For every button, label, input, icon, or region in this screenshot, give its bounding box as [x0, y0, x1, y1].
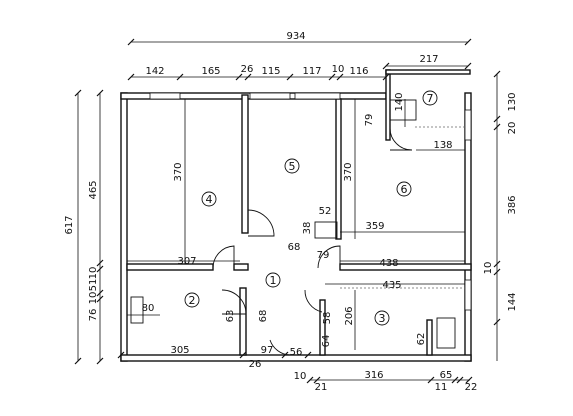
wall-left: [120, 92, 128, 362]
windows: [149, 92, 472, 311]
dim-bottom2-11: 11: [435, 382, 448, 393]
room-label-4: 4: [206, 193, 213, 206]
dim-top-7: 116: [349, 66, 368, 77]
dim-right-386: 386: [507, 195, 518, 214]
dim-68-hall: 68: [258, 310, 269, 323]
wall-corridor-left: [126, 263, 214, 271]
dim-room6-width: 359: [365, 221, 384, 232]
window-right: [464, 109, 472, 141]
wall-room3-left: [319, 299, 326, 356]
dim-80: 80: [142, 303, 155, 314]
dim-206: 206: [344, 306, 355, 325]
dim-62: 62: [416, 333, 427, 346]
door-room4: [212, 245, 235, 269]
dim-balcony-width: 217: [419, 54, 438, 65]
window-room5b: [294, 92, 341, 100]
wall-wc: [426, 319, 433, 356]
dim-left-10a: 10: [88, 267, 99, 280]
dim-total-width: 934: [286, 31, 305, 42]
dim-top-4: 115: [261, 66, 280, 77]
dim-bottom-97: 97: [261, 345, 274, 356]
room-marker-2: 2: [184, 292, 200, 308]
room-marker-5: 5: [284, 158, 300, 174]
wall-corridor-mid: [233, 263, 249, 271]
door-room3: [304, 289, 323, 313]
room-label-6: 6: [401, 183, 408, 196]
dim-bottom2-316: 316: [364, 370, 383, 381]
door-room5: [247, 209, 275, 237]
dim-right-20: 20: [507, 122, 518, 135]
room-markers: 1 2 3 4 5 6 7: [184, 90, 438, 326]
window-room4: [149, 92, 181, 100]
balcony-wall-top: [385, 69, 471, 75]
doors: [212, 127, 413, 356]
fixture-room5: [314, 221, 338, 239]
dim-room4-height: 370: [173, 162, 184, 181]
dim-435: 435: [382, 280, 401, 291]
dim-top-6: 10: [332, 64, 345, 75]
room-label-7: 7: [427, 92, 434, 105]
room-marker-7: 7: [422, 90, 438, 106]
dim-room7-height: 140: [394, 92, 405, 111]
fixture-wc: [436, 317, 456, 349]
wall-corridor-right: [339, 263, 472, 271]
room-label-5: 5: [289, 160, 296, 173]
room-label-1: 1: [270, 274, 277, 287]
dim-bottom-305: 305: [170, 345, 189, 356]
dim-top-2: 165: [201, 66, 220, 77]
wall-room5-room6: [335, 98, 342, 240]
dim-top-3: 26: [241, 64, 254, 75]
dim-bottom-56: 56: [290, 347, 303, 358]
dim-right-130: 130: [507, 92, 518, 111]
dim-top-1: 142: [145, 66, 164, 77]
dim-right-10: 10: [483, 262, 494, 275]
room-label-3: 3: [379, 312, 386, 325]
wall-room2-right: [239, 287, 247, 356]
dim-58: 58: [322, 312, 333, 325]
dim-bottom2-10: 10: [294, 371, 307, 382]
dim-63: 63: [225, 310, 236, 323]
dim-bottom2-22: 22: [465, 382, 478, 393]
dim-438: 438: [379, 258, 398, 269]
dim-left-76: 76: [88, 309, 99, 322]
door-room6: [317, 245, 341, 269]
fixture-room2: [130, 296, 144, 324]
room-marker-6: 6: [396, 181, 412, 197]
window-bottom-right: [464, 279, 472, 311]
dim-64: 64: [321, 335, 332, 348]
dim-right-144: 144: [507, 292, 518, 311]
dim-79-hall: 79: [317, 250, 330, 261]
room-marker-4: 4: [201, 191, 217, 207]
window-room5a: [249, 92, 291, 100]
wall-room4-room5: [241, 94, 249, 234]
dim-68-top: 68: [288, 242, 301, 253]
dim-bottom2-65: 65: [440, 370, 453, 381]
dim-307: 307: [177, 256, 196, 267]
dim-bottom-26: 26: [249, 359, 262, 370]
door-room2: [221, 289, 247, 315]
room-marker-3: 3: [374, 310, 390, 326]
dim-left-465: 465: [88, 180, 99, 199]
dim-left-total: 617: [64, 215, 75, 234]
fixture-balcony: [389, 99, 417, 121]
balcony-wall-left: [385, 69, 391, 141]
dim-top-5: 117: [302, 66, 321, 77]
dim-room7-width: 138: [433, 140, 452, 151]
dim-bottom2-21: 21: [315, 382, 328, 393]
room-label-2: 2: [189, 294, 196, 307]
dim-left-10b: 10: [88, 292, 99, 305]
walls: [120, 69, 472, 362]
dim-room5-height: 370: [343, 162, 354, 181]
room-marker-1: 1: [265, 272, 281, 288]
dim-left-51: 51: [88, 279, 99, 292]
dim-79-top: 79: [364, 114, 375, 127]
dim-38: 38: [302, 222, 313, 235]
door-room7: [389, 127, 413, 151]
dim-52: 52: [319, 206, 332, 217]
dimension-labels: 934 142 165 26 115 117 10 116 217 617 46…: [64, 31, 518, 393]
dimension-lines: [74, 38, 501, 384]
